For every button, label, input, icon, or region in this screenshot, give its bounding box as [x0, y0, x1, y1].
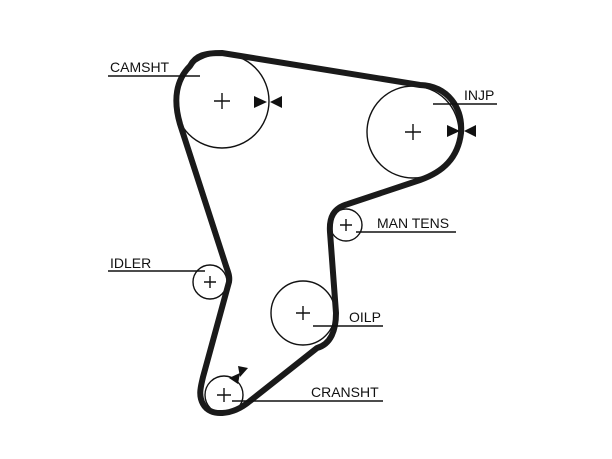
- idler-center-icon: [204, 276, 216, 288]
- camshaft-label: CAMSHT: [110, 59, 170, 75]
- crankshaft-center-icon: [217, 388, 231, 402]
- camshaft-timing-mark-icon: [254, 96, 282, 108]
- crankshaft-timing-mark-icon: [229, 366, 248, 384]
- oil-pump-pulley: [270, 280, 336, 346]
- oil-pump-center-icon: [296, 306, 310, 320]
- timing-belt: [173, 50, 465, 416]
- idler-label: IDLER: [110, 255, 151, 271]
- idler-pulley: [192, 264, 228, 300]
- camshaft-center-icon: [214, 93, 230, 109]
- manual-tensioner-center-icon: [340, 219, 352, 231]
- manual-tensioner-pulley: [329, 208, 363, 242]
- crankshaft-pulley: [204, 375, 244, 415]
- injection-pump-center-icon: [405, 124, 421, 140]
- injection-pump-label: INJP: [464, 87, 494, 103]
- manual-tensioner-label: MAN TENS: [377, 215, 449, 231]
- injection-pump-timing-mark-icon: [447, 125, 476, 137]
- oil-pump-label: OILP: [349, 309, 381, 325]
- crankshaft-label: CRANSHT: [311, 384, 379, 400]
